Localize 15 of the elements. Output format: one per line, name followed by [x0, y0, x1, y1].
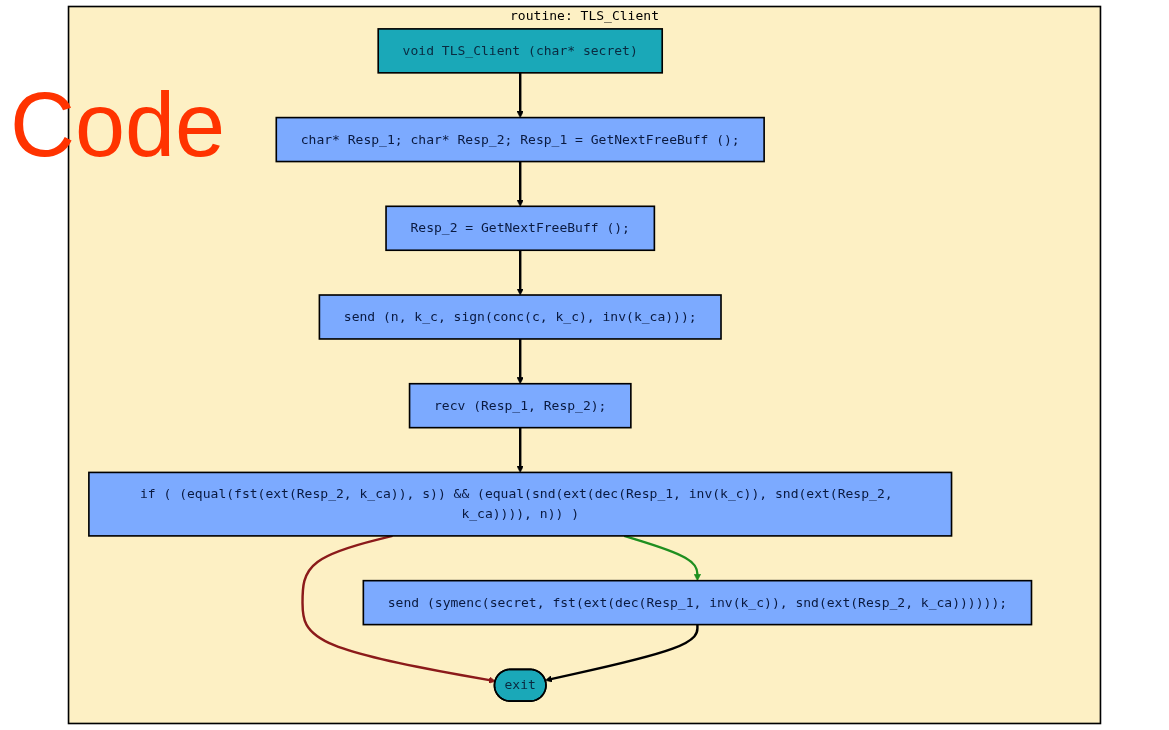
arrow — [516, 72, 524, 118]
node-box: recv (Resp_1, Resp_2); — [408, 382, 632, 429]
arrow — [301, 534, 496, 684]
arrow — [545, 624, 699, 683]
arrow — [516, 250, 524, 296]
node-box: send (symenc(secret, fst(ext(dec(Resp_1, inv(k_c)), snd(ext(Resp_2, k_ca)))))); — [362, 579, 1033, 626]
arrow — [516, 338, 524, 385]
arrow — [623, 534, 701, 581]
arrow — [516, 427, 524, 473]
node-box: send (n, k_c, sign(conc(c, k_c), inv(k_ca))); — [318, 294, 722, 340]
node-box: Resp_2 = GetNextFreeBuff (); — [385, 205, 656, 252]
arrow — [516, 161, 524, 207]
node-box: char* Resp_1; char* Resp_2; Resp_1 = GetNextFreeBuff (); — [275, 116, 765, 163]
node-box: if ( (equal(fst(ext(Resp_2, k_ca)), s)) && (equal(snd(ext(dec(Resp_1, inv(k_c)), snd(ext(Resp_2, k_ca)))), n)) ) — [88, 471, 953, 537]
node-box: void TLS_Client (char* secret) — [377, 28, 664, 74]
